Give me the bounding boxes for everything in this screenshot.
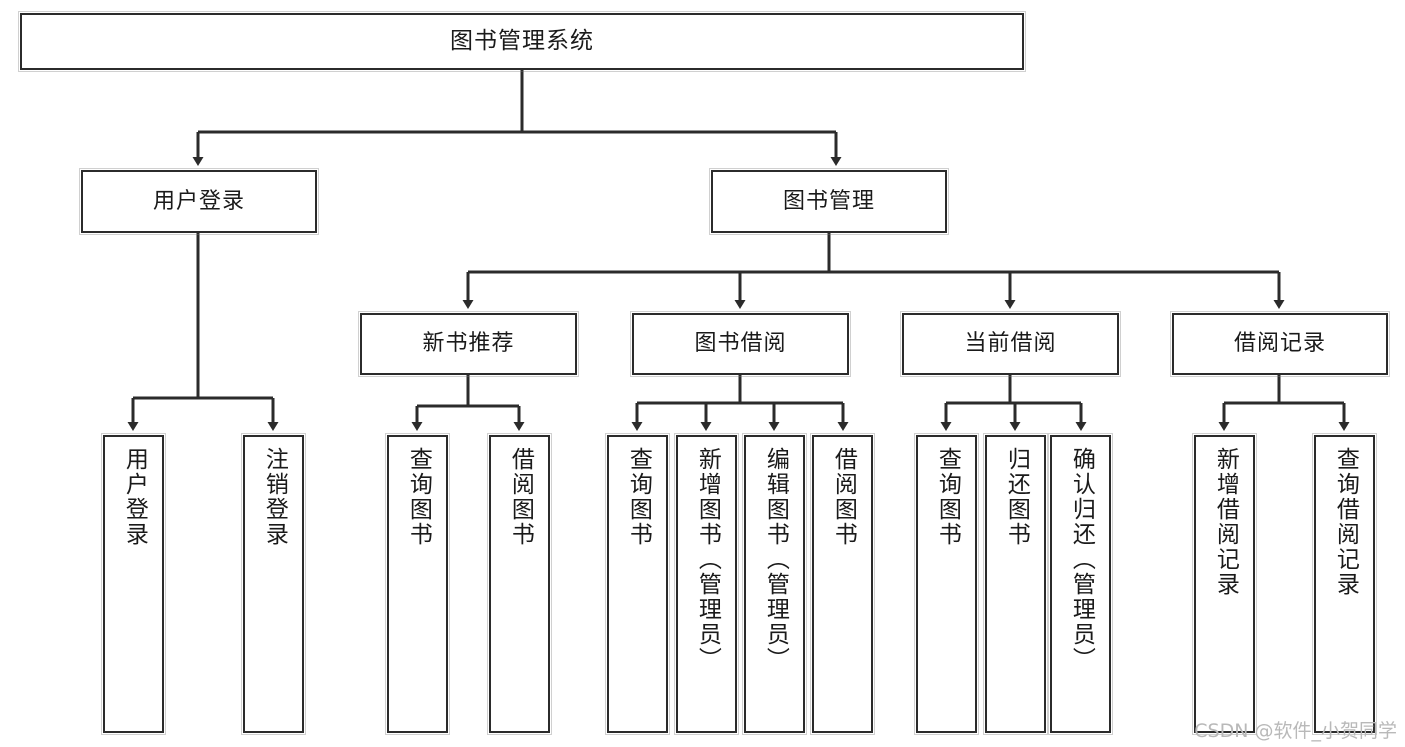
node-leaf-add-book[interactable]: 新增图书（管理员） bbox=[674, 433, 739, 735]
node-label: 图书管理系统 bbox=[450, 28, 594, 55]
node-leaf-borrow-book-rec[interactable]: 借阅图书 bbox=[487, 433, 552, 735]
watermark: CSDN @软件_小贺同学 bbox=[1194, 720, 1397, 742]
node-leaf-confirm-return[interactable]: 确认归还（管理员） bbox=[1048, 433, 1113, 735]
node-label: 新增图书（管理员） bbox=[694, 447, 721, 672]
node-borrow-record[interactable]: 借阅记录 bbox=[1170, 311, 1390, 377]
node-leaf-user-login[interactable]: 用户登录 bbox=[101, 433, 166, 735]
node-label: 借阅图书 bbox=[830, 447, 857, 547]
node-label: 新增借阅记录 bbox=[1212, 447, 1239, 597]
node-new-book-recommend[interactable]: 新书推荐 bbox=[358, 311, 579, 377]
node-label: 查询借阅记录 bbox=[1332, 447, 1359, 597]
node-leaf-borrow-book[interactable]: 借阅图书 bbox=[810, 433, 875, 735]
node-book-borrow[interactable]: 图书借阅 bbox=[630, 311, 851, 377]
node-label: 注销登录 bbox=[261, 447, 288, 547]
node-label: 图书借阅 bbox=[694, 331, 787, 357]
node-leaf-query-book-rec[interactable]: 查询图书 bbox=[385, 433, 450, 735]
node-label: 编辑图书（管理员） bbox=[762, 447, 789, 672]
node-user-login[interactable]: 用户登录 bbox=[79, 168, 319, 235]
node-root[interactable]: 图书管理系统 bbox=[18, 11, 1026, 72]
node-leaf-user-logout[interactable]: 注销登录 bbox=[241, 433, 306, 735]
node-book-manage[interactable]: 图书管理 bbox=[709, 168, 949, 235]
node-label: 新书推荐 bbox=[422, 331, 515, 357]
node-leaf-return-book[interactable]: 归还图书 bbox=[983, 433, 1048, 735]
node-label: 借阅记录 bbox=[1233, 331, 1326, 357]
node-label: 用户登录 bbox=[152, 188, 245, 214]
node-current-borrow[interactable]: 当前借阅 bbox=[900, 311, 1121, 377]
node-leaf-add-borrow-record[interactable]: 新增借阅记录 bbox=[1192, 433, 1257, 735]
node-label: 借阅图书 bbox=[507, 447, 534, 547]
node-label: 归还图书 bbox=[1003, 447, 1030, 547]
node-leaf-query-book-current[interactable]: 查询图书 bbox=[914, 433, 979, 735]
node-leaf-query-book-borrow[interactable]: 查询图书 bbox=[605, 433, 670, 735]
node-leaf-query-borrow-record[interactable]: 查询借阅记录 bbox=[1312, 433, 1377, 735]
node-label: 查询图书 bbox=[625, 447, 652, 547]
node-label: 查询图书 bbox=[405, 447, 432, 547]
node-leaf-edit-book[interactable]: 编辑图书（管理员） bbox=[742, 433, 807, 735]
node-label: 确认归还（管理员） bbox=[1068, 447, 1095, 672]
node-label: 当前借阅 bbox=[964, 331, 1057, 357]
node-label: 图书管理 bbox=[782, 188, 875, 214]
node-label: 查询图书 bbox=[934, 447, 961, 547]
node-label: 用户登录 bbox=[121, 447, 148, 547]
